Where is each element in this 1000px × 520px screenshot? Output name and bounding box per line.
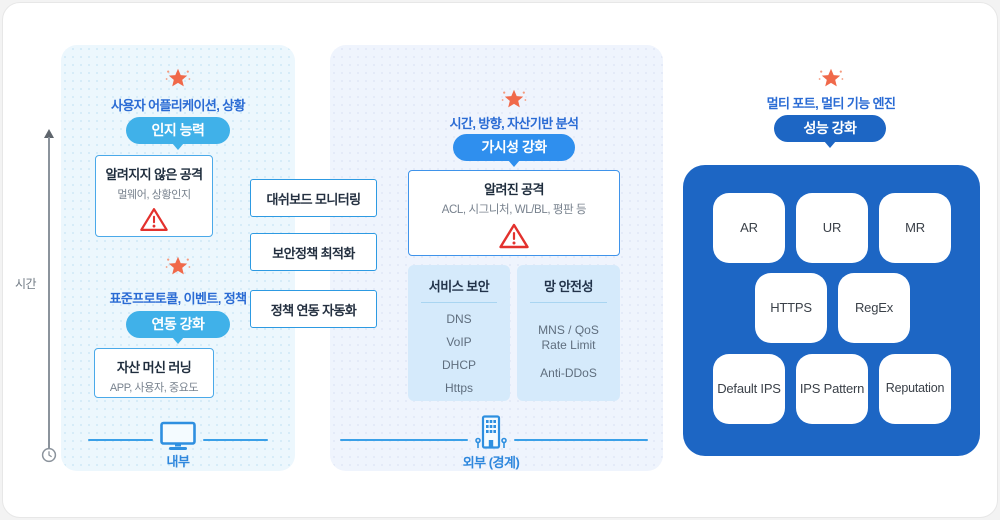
unknown-attack-title: 알려지지 않은 공격: [105, 167, 204, 182]
building-icon: [475, 415, 507, 449]
time-axis-label: 시간: [15, 277, 37, 291]
group1-badge: 인지 능력: [126, 117, 230, 144]
service-item: DHCP: [441, 358, 476, 372]
known-attack-box: 알려진 공격 ACL, 시그니처, WL/BL, 평판 등: [408, 170, 620, 256]
engine-panel: AR UR MR HTTPS RegEx Default IPS IPS Pat…: [683, 165, 980, 456]
right-title: 멀티 포트, 멀티 기능 엔진: [766, 96, 896, 111]
engine-box: HTTPS: [755, 273, 827, 343]
star-icon: [501, 89, 527, 108]
star-icon: [165, 256, 191, 275]
star-icon: [165, 68, 191, 87]
service-item: VoIP: [446, 335, 472, 349]
engine-box: AR: [713, 193, 785, 263]
external-label: 외부 (경계): [462, 455, 520, 470]
service-security-title: 서비스 보안: [428, 279, 490, 294]
known-attack-sub: ACL, 시그니처, WL/BL, 평판 등: [441, 204, 587, 216]
right-badge: 성능 강화: [774, 115, 886, 142]
warning-icon: [140, 208, 168, 231]
unknown-attack-box: 알려지지 않은 공격 멀웨어, 상황인지: [95, 155, 213, 237]
engine-box: Default IPS: [713, 354, 785, 424]
asset-ml-title: 자산 머신 러닝: [116, 360, 192, 375]
internal-line-left: [88, 439, 153, 441]
network-item: MNS / QoS Rate Limit: [538, 323, 599, 352]
network-item: Anti-DDoS: [540, 366, 597, 380]
monitor-icon: [160, 421, 196, 450]
service-item: DNS: [446, 312, 472, 326]
center-title: 시간, 방향, 자산기반 분석: [449, 116, 579, 131]
warning-icon: [499, 223, 529, 249]
internal-line-right: [203, 439, 268, 441]
engine-box: UR: [796, 193, 868, 263]
network-safety-panel: 망 안전성 MNS / QoS Rate Limit Anti-DDoS: [517, 265, 620, 401]
group1-title: 사용자 어플리케이션, 상황: [111, 98, 246, 113]
engine-box: IPS Pattern: [796, 354, 868, 424]
engine-box: MR: [879, 193, 951, 263]
service-item: Https: [444, 381, 473, 395]
internal-label: 내부: [166, 454, 190, 469]
network-safety-title: 망 안전성: [544, 279, 593, 294]
engine-box: Reputation: [879, 354, 951, 424]
external-line-left: [340, 439, 468, 441]
external-line-right: [514, 439, 648, 441]
clock-icon: [41, 447, 57, 463]
divider: [530, 302, 607, 303]
service-security-panel: 서비스 보안 DNS VoIP DHCP Https: [408, 265, 510, 401]
action-dashboard-monitoring: 대쉬보드 모니터링: [250, 179, 377, 217]
divider: [421, 302, 497, 303]
engine-box: RegEx: [838, 273, 910, 343]
external-panel: [330, 45, 663, 471]
time-axis-arrow-icon: [43, 129, 54, 138]
asset-ml-sub: APP, 사용자, 중요도: [109, 382, 199, 394]
time-axis-line: [48, 137, 50, 449]
action-policy-automation: 정책 연동 자동화: [250, 290, 377, 328]
known-attack-title: 알려진 공격: [484, 182, 544, 197]
center-badge: 가시성 강화: [453, 134, 575, 161]
action-policy-optimization: 보안정책 최적화: [250, 233, 377, 271]
asset-ml-box: 자산 머신 러닝 APP, 사용자, 중요도: [94, 348, 214, 398]
group2-title: 표준프로토콜, 이벤트, 정책: [109, 291, 247, 306]
group2-badge: 연동 강화: [126, 311, 230, 338]
unknown-attack-sub: 멀웨어, 상황인지: [117, 189, 191, 201]
star-icon: [818, 68, 844, 87]
